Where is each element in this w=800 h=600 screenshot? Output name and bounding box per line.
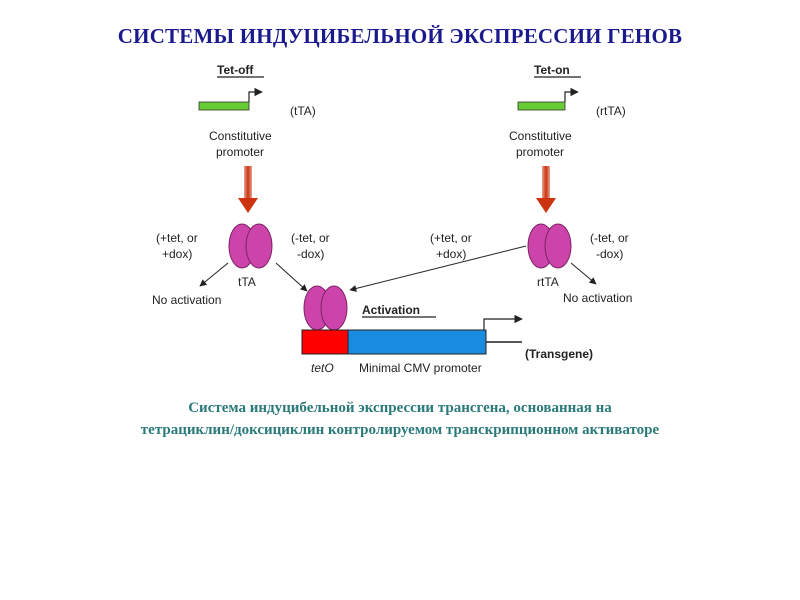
rtta-gene-label: (rtTA) — [596, 104, 626, 118]
tet-on-left-condition-1: (+tet, or — [430, 231, 472, 245]
tet-on-activation-arrow — [349, 245, 527, 292]
tet-on-no-activation: No activation — [563, 291, 632, 305]
tet-off-right-condition-1: (-tet, or — [291, 231, 330, 245]
rtta-protein — [527, 223, 572, 269]
tet-off-promoter-label-1: Constitutive — [209, 129, 272, 143]
activation-label: Activation — [362, 303, 420, 317]
tet-off-right-condition-2: -dox) — [297, 247, 324, 261]
tet-off-left-condition-2: +dox) — [162, 247, 192, 261]
figure-caption: Система индуцибельной экспрессии трансге… — [40, 397, 760, 441]
tet-system-diagram: Tet-off (tTA) Constitutive promoter (+te… — [150, 60, 652, 378]
caption-line-1: Система индуцибельной экспрессии трансге… — [188, 400, 612, 416]
diagram-svg: Tet-off (tTA) Constitutive promoter (+te… — [152, 63, 632, 375]
bound-activator-protein — [303, 285, 348, 331]
tta-transcription-arrow — [248, 87, 263, 102]
tta-protein-label: tTA — [238, 275, 256, 289]
tet-off-red-arrow — [238, 166, 258, 213]
tet-on-no-activation-arrow — [570, 262, 597, 285]
tta-gene-box — [198, 101, 250, 111]
caption-line-2: тетрациклин/доксициклин контролируемом т… — [140, 422, 660, 438]
cmv-promoter-element — [347, 329, 487, 355]
teto-element — [301, 329, 349, 355]
tet-off-promoter-label-2: promoter — [216, 145, 264, 159]
rtta-transcription-arrow — [564, 87, 579, 102]
tta-protein — [228, 223, 273, 269]
slide-title: СИСТЕМЫ ИНДУЦИБЕЛЬНОЙ ЭКСПРЕССИИ ГЕНОВ — [117, 24, 683, 48]
transgene-label: (Transgene) — [525, 347, 593, 361]
tet-on-promoter-label-1: Constitutive — [509, 129, 572, 143]
tet-on-heading: Tet-on — [534, 63, 570, 77]
tet-off-heading: Tet-off — [217, 63, 254, 77]
tet-on-red-arrow — [536, 166, 556, 213]
tet-off-no-activation: No activation — [152, 293, 221, 307]
rtta-gene-box — [517, 101, 566, 111]
cmv-promoter-label: Minimal CMV promoter — [359, 361, 482, 375]
rtta-protein-label: rtTA — [537, 275, 559, 289]
transgene-transcription-arrow — [483, 314, 523, 330]
tet-on-left-condition-2: +dox) — [436, 247, 466, 261]
tet-off-left-condition-1: (+tet, or — [156, 231, 198, 245]
tet-on-right-condition-1: (-tet, or — [590, 231, 629, 245]
tta-gene-label: (tTA) — [290, 104, 316, 118]
teto-label: tetO — [311, 361, 334, 375]
tet-on-promoter-label-2: promoter — [516, 145, 564, 159]
tet-off-activation-arrow — [275, 262, 308, 292]
tet-off-no-activation-arrow — [199, 262, 229, 287]
tet-on-right-condition-2: -dox) — [596, 247, 623, 261]
